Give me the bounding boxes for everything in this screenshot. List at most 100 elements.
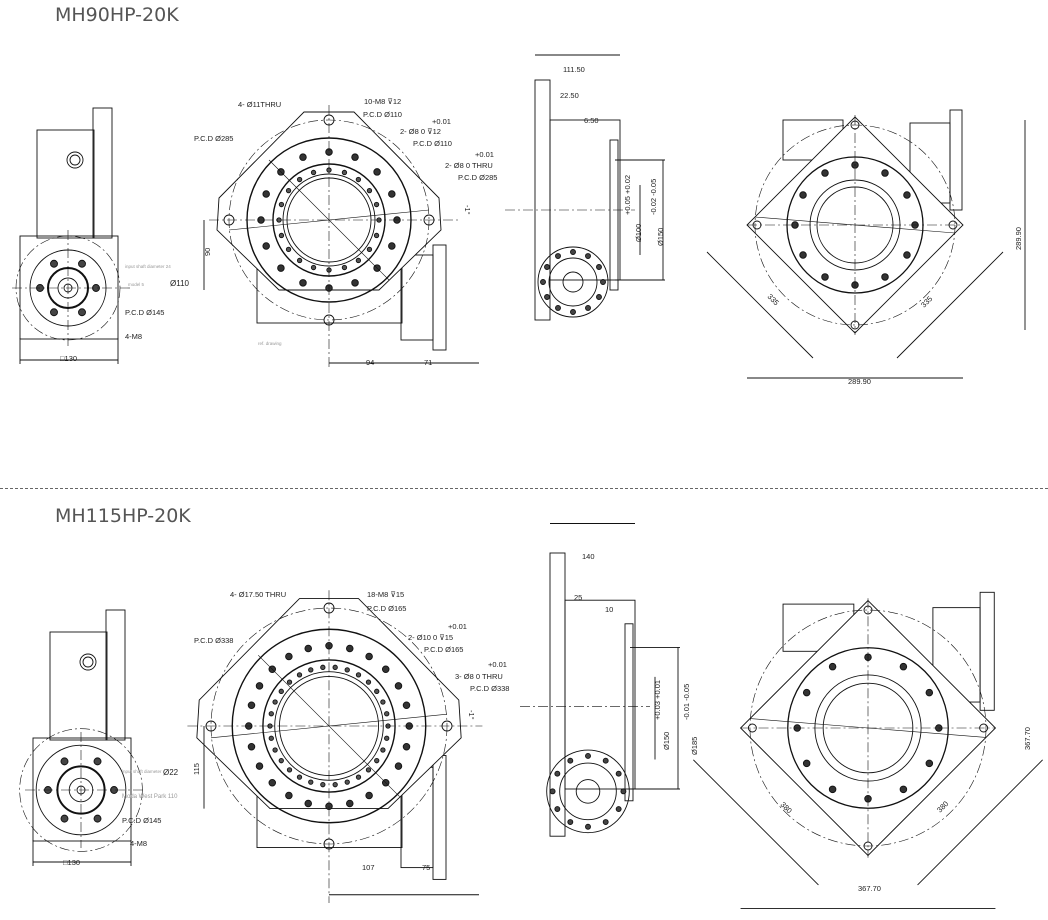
section-body <box>564 599 636 790</box>
small-hole <box>286 679 293 685</box>
tapped-hole <box>346 799 354 808</box>
motor-gear-bore <box>562 271 584 293</box>
section-lip <box>609 139 619 291</box>
small-hole <box>355 257 362 264</box>
rear-bolt <box>828 662 837 671</box>
small-hole <box>341 169 348 176</box>
rear-diag-left-label: 335 <box>766 292 781 307</box>
small-hole <box>320 664 326 670</box>
bolt-hole <box>78 308 86 317</box>
mounting-flange <box>92 107 113 239</box>
tapped-hole <box>402 743 411 751</box>
rear-bolt <box>828 785 837 794</box>
bolt-hole <box>93 814 102 823</box>
gear-hole <box>620 788 627 795</box>
motor-flange <box>432 755 447 880</box>
small-hole <box>278 688 284 694</box>
diag-line <box>257 654 401 798</box>
side-pcd-label: P.C.D Ø145 <box>122 816 161 825</box>
small-hole <box>296 774 303 780</box>
tapped-hole <box>365 652 373 661</box>
small-hole <box>278 201 285 208</box>
gear-hole <box>615 770 622 777</box>
gear-hole <box>570 309 576 315</box>
small-hole <box>384 735 390 741</box>
rear-bore-inner <box>822 682 914 774</box>
gear-hole <box>585 753 591 759</box>
bottom-labels: input shaft diameter Ø22 Moda West Park … <box>63 552 1032 893</box>
small-hole <box>296 176 303 183</box>
dia-a-label: Ø150 <box>662 732 671 750</box>
oil-plug-inner <box>82 656 94 668</box>
tapped-hole <box>299 279 307 287</box>
small-hole <box>344 667 350 673</box>
tapped-label: 10-M8 ⊽12 <box>364 97 401 106</box>
square-label: □130 <box>60 354 77 363</box>
screws-label: 4-M8 <box>130 839 147 848</box>
pin1-label: 2- Ø10 0 ⊽15 <box>408 633 453 642</box>
small-hole <box>365 767 372 773</box>
tapped-hole <box>304 799 312 808</box>
small-hole <box>366 187 373 194</box>
rear-bolt <box>899 785 908 794</box>
model-title-bottom: MH115HP-20K <box>55 505 191 527</box>
dia-b-label: Ø185 <box>690 737 699 755</box>
rear-motor-flange <box>979 591 995 711</box>
tapped-hole <box>365 791 373 800</box>
rear-diag-right-label: 380 <box>935 799 950 814</box>
small-hole <box>365 679 372 685</box>
small-hole <box>286 767 293 773</box>
small-hole <box>355 672 362 678</box>
tol1-label: +0.01 <box>432 117 451 126</box>
gear-hole <box>549 788 556 795</box>
gear-hole <box>596 294 602 300</box>
tapped-hole <box>285 791 293 800</box>
square-label: □130 <box>63 858 80 867</box>
pin2-label: 3- Ø8 0 THRU <box>455 672 503 681</box>
dim-a-label: 107 <box>362 863 375 872</box>
section-lip-label: 6.50 <box>584 116 599 125</box>
gear-hole <box>544 294 550 300</box>
tapped-hole <box>299 153 307 161</box>
oil-plug <box>66 151 84 169</box>
tapped-label: 18-M8 ⊽15 <box>367 590 404 599</box>
small-hole <box>268 735 274 741</box>
small-hole <box>373 201 380 208</box>
gear-hole <box>540 279 546 285</box>
oil-plug-inner <box>69 154 81 166</box>
section-width-label: 140 <box>582 552 595 561</box>
tapped-hole <box>304 644 312 653</box>
tol1-label: +0.01 <box>448 622 467 631</box>
gear-hole <box>585 823 591 830</box>
tapped-hole <box>402 701 411 709</box>
dia-a-label: Ø100 <box>634 224 643 242</box>
small-hole <box>384 711 390 717</box>
tol-b-label: -0.01 -0.05 <box>682 684 691 720</box>
shaft-note: input shaft diameter <box>122 769 162 774</box>
small-hole <box>341 264 348 271</box>
bore-label: Ø22 <box>163 768 179 777</box>
height-label: 90 <box>203 248 212 256</box>
motor-gear-bore <box>575 779 601 804</box>
rear-bolt <box>903 251 911 259</box>
small-hole <box>296 257 303 264</box>
dim-b-label: 75 <box>422 863 430 872</box>
pcd2-label: P.C.D Ø165 <box>424 645 463 654</box>
holes-label: 4- Ø11THRU <box>238 100 281 109</box>
gear-hole <box>596 264 602 270</box>
small-hole <box>308 779 314 785</box>
dim-b-label: 71 <box>424 358 432 367</box>
section-body <box>549 119 621 281</box>
side-pcd-label: P.C.D Ø145 <box>125 308 164 317</box>
small-hole <box>380 747 386 753</box>
dimension-line <box>693 759 819 886</box>
bolt-hole <box>93 757 102 766</box>
rear-motor-flange <box>949 109 963 211</box>
rear-width-label: 289.90 <box>848 377 871 386</box>
tapped-hole <box>351 279 359 287</box>
motor-flange <box>432 244 447 351</box>
section-flange-label: 25 <box>574 593 582 602</box>
bolt-hole <box>60 814 69 823</box>
small-hole <box>285 187 292 194</box>
small-hole <box>332 664 338 670</box>
